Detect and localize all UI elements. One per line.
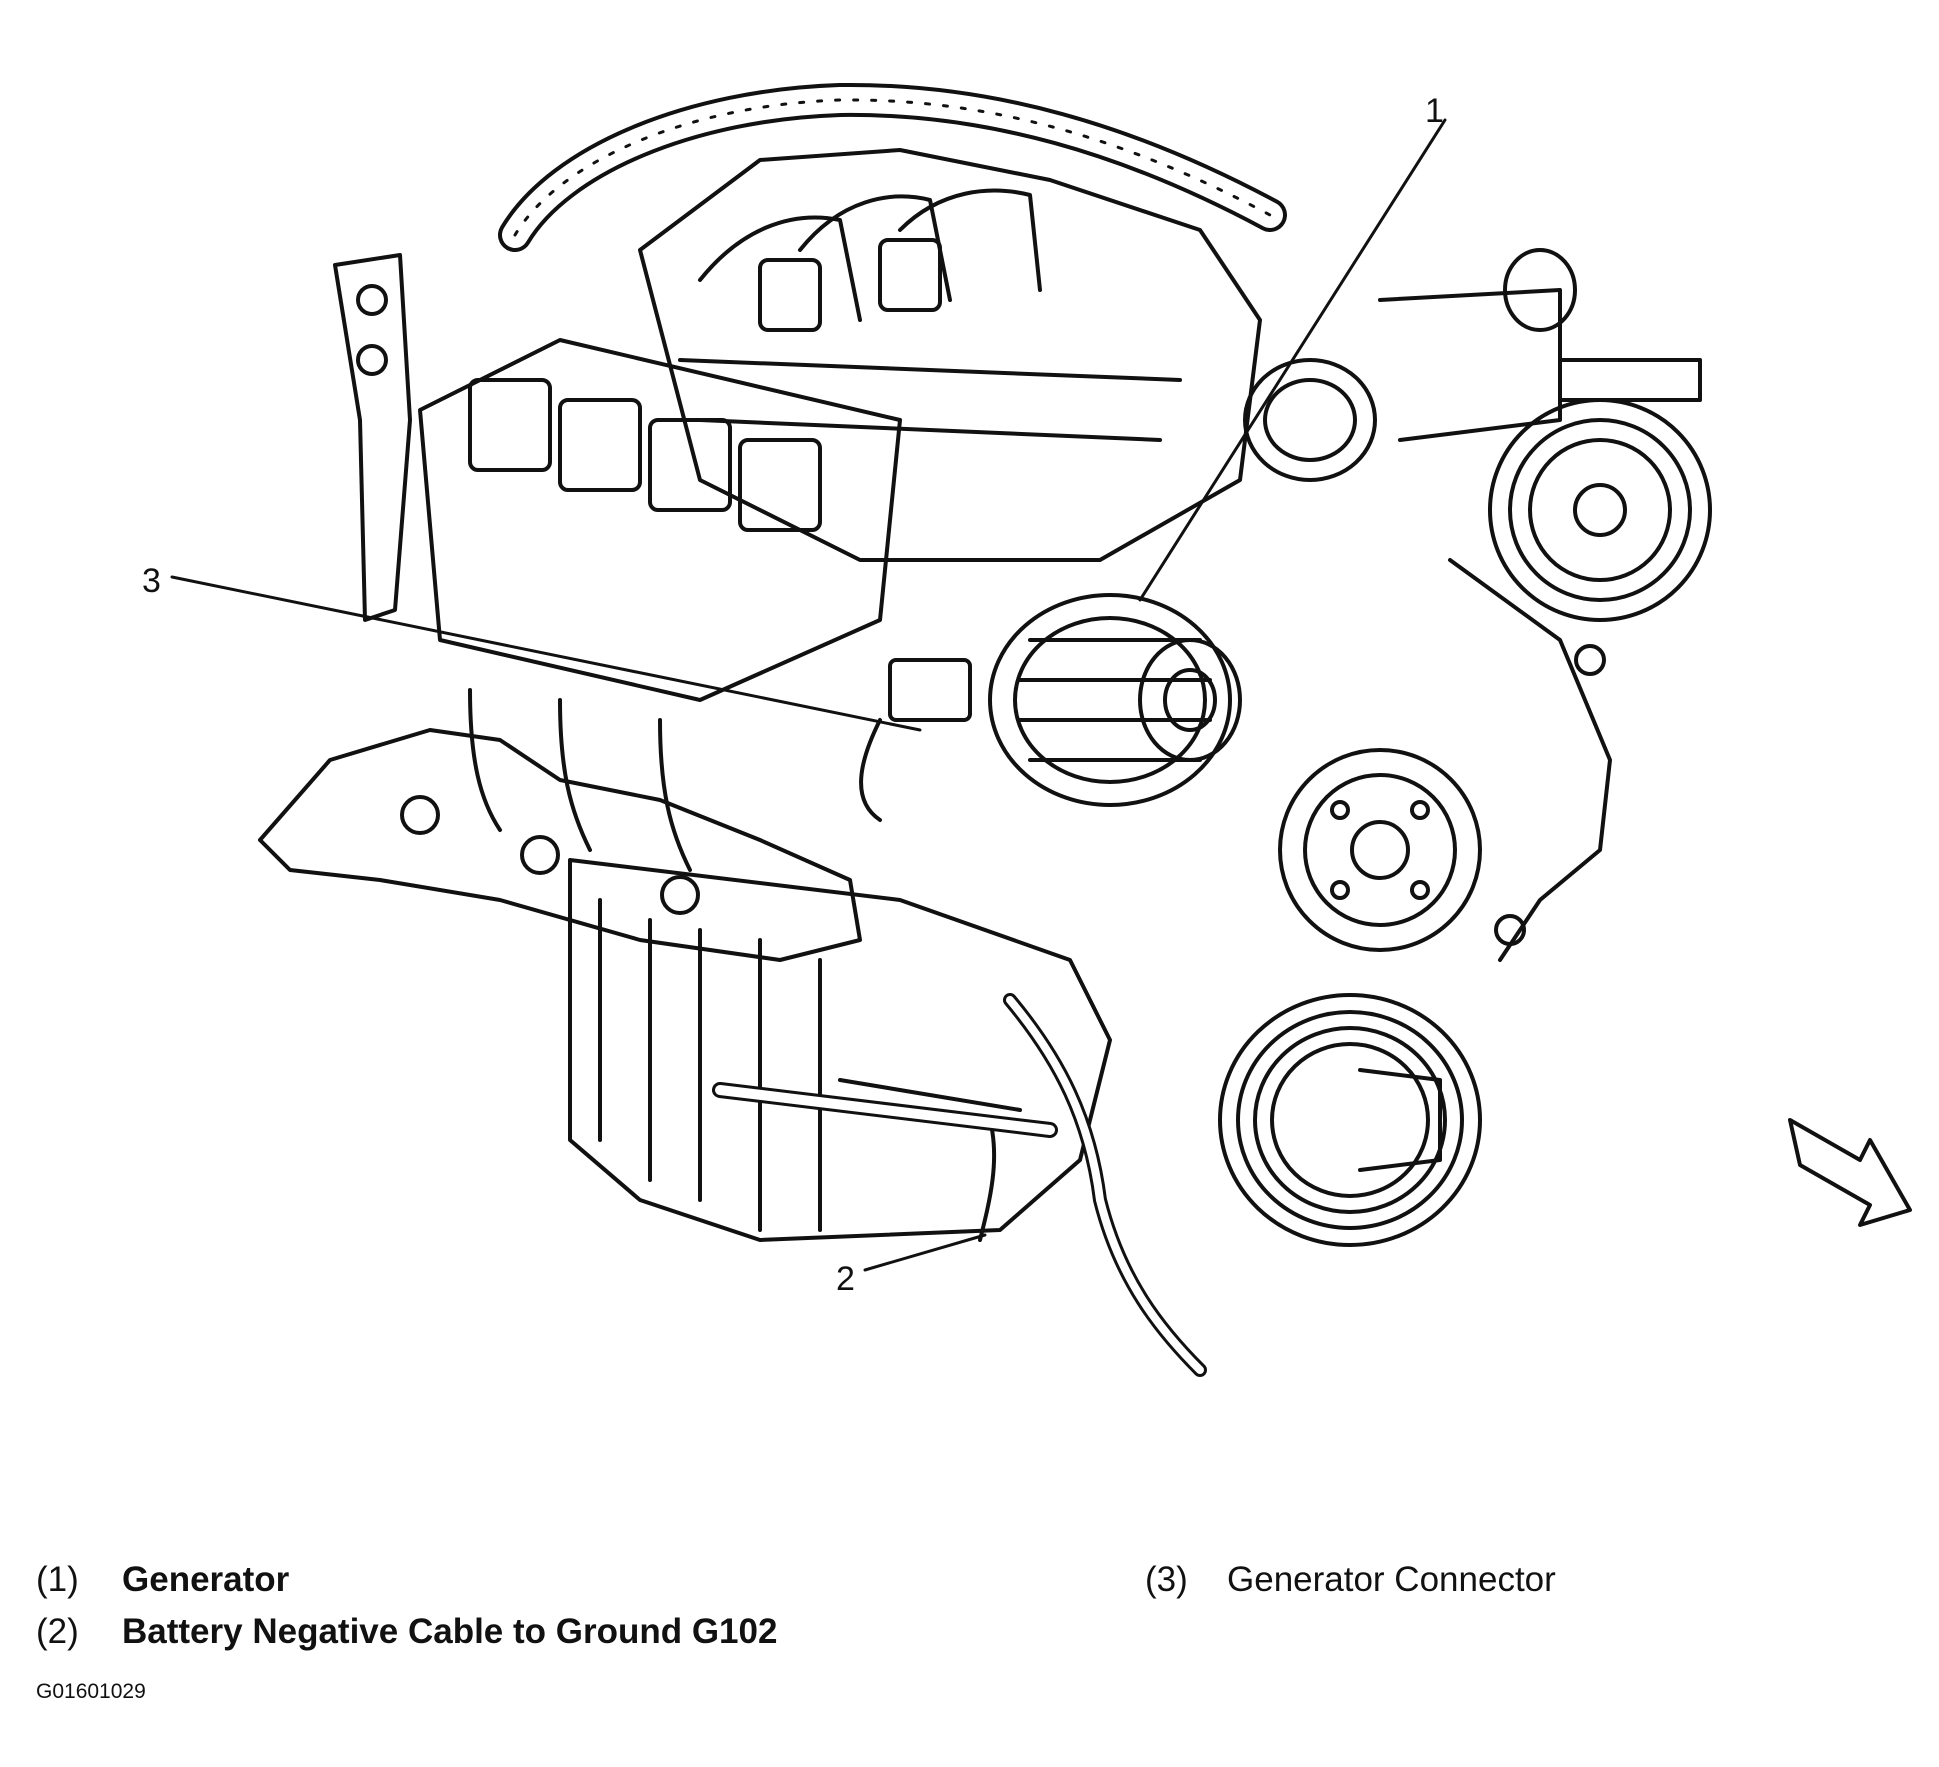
leader-line-3 <box>170 575 922 732</box>
generator <box>988 593 1242 807</box>
crankshaft-pulley <box>1218 993 1482 1247</box>
legend-item-1: (1) Generator <box>36 1560 289 1600</box>
intake-manifold <box>638 148 1262 562</box>
oil-pan <box>568 858 1112 1242</box>
battery-negative-cable <box>978 993 1207 1377</box>
wiring-harness-loom <box>498 82 1287 252</box>
timing-cover <box>1448 558 1612 962</box>
valve-cover-left <box>418 338 902 702</box>
legend-number: (1) <box>36 1560 79 1599</box>
ac-compressor <box>1488 398 1712 622</box>
leader-line-2 <box>863 1233 987 1272</box>
exhaust-manifold <box>258 688 862 962</box>
callout-2: 2 <box>836 1260 855 1298</box>
figure-code: G01601029 <box>36 1680 146 1703</box>
callout-1: 1 <box>1425 92 1444 130</box>
legend-label: Battery Negative Cable to Ground G102 <box>122 1612 778 1651</box>
water-pump-pulley <box>1278 748 1482 952</box>
direction-arrow <box>1788 1118 1912 1227</box>
legend-item-3: (3) Generator Connector <box>1145 1560 1556 1600</box>
rear-bracket <box>333 253 412 622</box>
legend-label: Generator <box>122 1560 290 1599</box>
throttle-body <box>1243 248 1702 482</box>
legend-label: Generator Connector <box>1227 1560 1556 1599</box>
legend-number: (3) <box>1145 1560 1188 1599</box>
leader-line-1 <box>1138 118 1447 602</box>
generator-connector <box>859 658 972 822</box>
legend-item-2: (2) Battery Negative Cable to Ground G102 <box>36 1612 777 1652</box>
callout-3: 3 <box>142 562 161 600</box>
legend-number: (2) <box>36 1612 79 1651</box>
